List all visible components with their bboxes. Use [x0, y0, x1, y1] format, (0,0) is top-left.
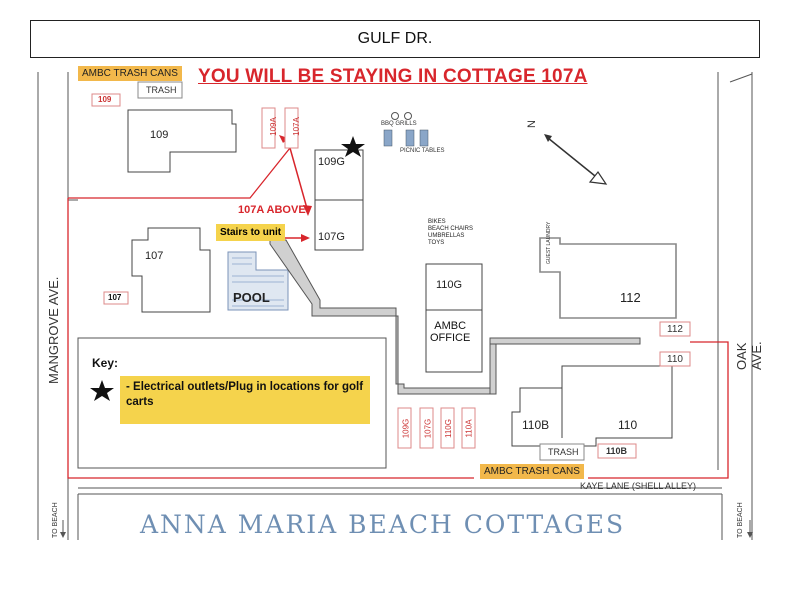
- parking-110g: [440, 407, 455, 449]
- mangrove-right-edge: [67, 72, 78, 201]
- parking-109a: [261, 107, 276, 149]
- trash-cans-bottom-tag: AMBC TRASH CANS: [480, 464, 584, 479]
- parking-110a-label: 110A: [464, 419, 474, 438]
- building-109-label: 109: [150, 129, 169, 141]
- parking-110a: [461, 407, 476, 449]
- building-110g-office-outline: [425, 263, 483, 373]
- outlet-star-icon: [341, 136, 365, 157]
- north-arrow-icon: [544, 134, 608, 185]
- building-109a-label: 109A: [268, 117, 278, 136]
- parking-107g: [419, 407, 434, 449]
- kaye-lane-label: KAYE LANE (SHELL ALLEY): [580, 481, 697, 491]
- stairs-to-unit-label: Stairs to unit: [216, 224, 286, 241]
- picnic-tables-label: PICNIC TABLES: [400, 148, 445, 154]
- key-area-outline: [77, 337, 387, 469]
- parking-107: [103, 291, 129, 305]
- guest-laundry-label: GUEST LAUNDRY: [546, 221, 552, 264]
- building-110-label: 110: [618, 418, 638, 432]
- parking-110b-label: 110B: [606, 446, 628, 456]
- bbq-grills-label: BBQ GRILLS: [381, 121, 417, 127]
- mangrove-ave-label: MANGROVE AVE.: [46, 276, 61, 384]
- parking-109: [91, 93, 121, 107]
- trash-box-bottom: [539, 443, 585, 461]
- parking-107-label: 107: [108, 293, 122, 302]
- trash-cans-top-tag: AMBC TRASH CANS: [78, 66, 182, 81]
- boundary-line-right: [588, 341, 729, 479]
- key-description: - Electrical outlets/Plug in locations f…: [120, 376, 370, 424]
- building-107-label: 107: [145, 250, 164, 262]
- parking-110b: [597, 443, 637, 459]
- boundary-line-top: [68, 147, 291, 199]
- amenities-list: BIKES BEACH CHAIRS UMBRELLAS TOYS: [428, 219, 474, 246]
- street-top-label: GULF DR.: [357, 30, 433, 47]
- page-title: YOU WILL BE STAYING IN COTTAGE 107A: [198, 66, 588, 87]
- parking-110: [659, 351, 691, 367]
- boundary-line-left: [67, 198, 474, 479]
- building-110g-label: 110G: [436, 279, 463, 291]
- building-107a-label: 107A: [291, 117, 301, 136]
- parking-107g-label: 107G: [423, 418, 433, 439]
- key-star-icon: [90, 380, 114, 401]
- parking-109-label: 109: [98, 95, 112, 104]
- building-112-label: 112: [620, 290, 641, 305]
- walkway: [269, 239, 641, 395]
- building-112-outline: [539, 237, 677, 319]
- north-label: N: [525, 120, 538, 128]
- trash-label-bottom: TRASH: [548, 447, 579, 457]
- building-110-outline: [511, 365, 673, 447]
- building-107g-label: 107G: [318, 231, 345, 243]
- ambc-office-label: AMBC OFFICE: [430, 320, 471, 344]
- picnic-tables-icon: [383, 129, 429, 147]
- parking-109g-label: 109G: [401, 418, 411, 439]
- parking-107a: [284, 107, 299, 149]
- trash-box-top: [137, 81, 183, 99]
- building-109g-label: 109G: [318, 156, 345, 168]
- gulf-drive-street: GULF DR.: [30, 20, 760, 58]
- building-107-outline: [131, 227, 211, 313]
- 107a-above-label: 107A ABOVE: [238, 204, 306, 216]
- parking-110-label: 110: [667, 354, 683, 365]
- to-beach-left-label: TO BEACH: [52, 502, 59, 538]
- parking-110g-label: 110G: [443, 419, 453, 438]
- parking-112: [659, 321, 691, 337]
- brand-name: ANNA MARIA BEACH COTTAGES: [140, 510, 626, 539]
- parking-112-label: 112: [667, 324, 683, 335]
- building-110b-label: 110B: [522, 418, 550, 432]
- parking-109g: [397, 407, 412, 449]
- trash-label-top: TRASH: [146, 85, 177, 95]
- to-beach-right-label: TO BEACH: [737, 502, 744, 538]
- oak-ave-label: OAK AVE.: [734, 341, 764, 370]
- pool-label: POOL: [233, 290, 270, 305]
- key-title: Key:: [92, 356, 119, 370]
- building-109-outline: [127, 109, 237, 173]
